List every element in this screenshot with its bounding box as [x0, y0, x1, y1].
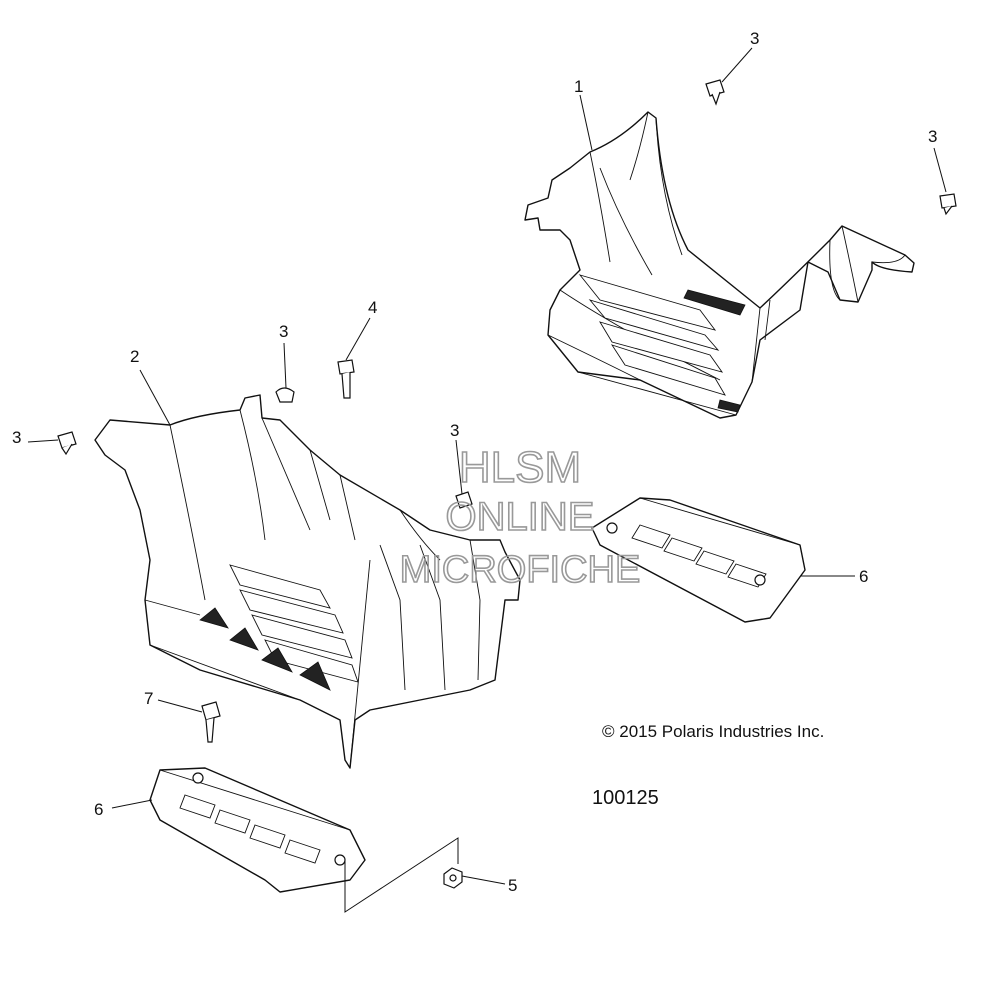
- callout-3: 3: [12, 428, 21, 447]
- leader-lines: [27, 47, 947, 913]
- push-rivet-icon: [455, 491, 473, 509]
- copyright-notice: © 2015 Polaris Industries Inc.: [602, 722, 824, 741]
- push-rivet-icon: [275, 387, 295, 403]
- callout-4: 4: [368, 298, 377, 317]
- footrest-right-part-6: [591, 497, 806, 623]
- bolt-icon: [337, 359, 355, 399]
- callout-7: 7: [144, 689, 153, 708]
- watermark-line-1: HLSM: [459, 443, 581, 492]
- callout-6: 6: [94, 800, 103, 819]
- callout-6: 6: [859, 567, 868, 586]
- watermark-line-3: MICROFICHE: [400, 549, 641, 591]
- watermark: HLSM ONLINE MICROFICHE: [399, 442, 641, 592]
- callout-3: 3: [928, 127, 937, 146]
- watermark-line-2: ONLINE: [446, 495, 595, 539]
- push-rivet-icon: [939, 193, 957, 216]
- callout-5: 5: [508, 876, 517, 895]
- callout-labels: 1 3 3 2 3 4 3 3 6 7 6 5: [12, 29, 937, 895]
- push-rivet-icon: [57, 431, 77, 456]
- callout-3: 3: [750, 29, 759, 48]
- footwell-left-part-2: [94, 394, 521, 769]
- screw-icon: [201, 701, 221, 743]
- callout-3: 3: [279, 322, 288, 341]
- callout-1: 1: [574, 77, 583, 96]
- push-rivet-icon: [705, 79, 725, 106]
- callout-3: 3: [450, 421, 459, 440]
- diagram-number: 100125: [592, 787, 659, 809]
- nut-icon: [443, 867, 463, 889]
- callout-2: 2: [130, 347, 139, 366]
- footrest-left-part-6: [149, 767, 366, 893]
- footwell-right-part-1: [524, 111, 915, 419]
